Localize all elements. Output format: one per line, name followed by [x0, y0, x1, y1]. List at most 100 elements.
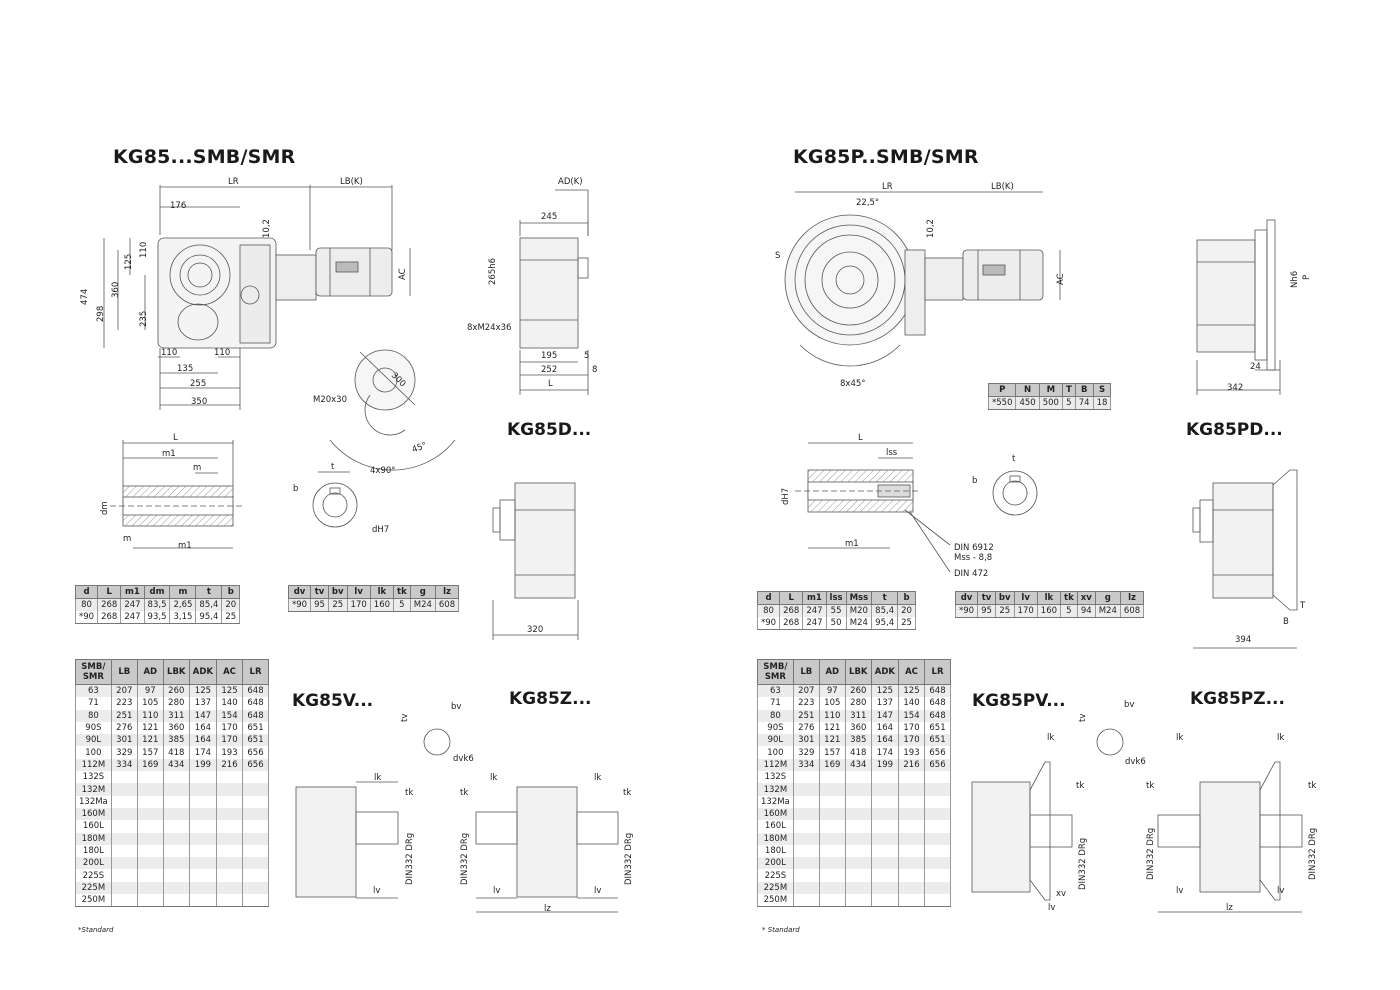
table-cell: [818, 881, 846, 895]
table-cell: [216, 844, 244, 858]
table-cell: 199: [188, 758, 218, 772]
table-cell: [162, 857, 190, 870]
table-cell: [110, 795, 138, 808]
table-cell: [924, 894, 952, 908]
dim-label: lz: [1226, 903, 1233, 913]
dim-label: 255: [190, 379, 207, 389]
table-row: *90 268 247 93,5 3,15 95,4 25: [74, 611, 241, 624]
table-cell: 50: [825, 617, 847, 630]
table-row: 132S: [75, 771, 270, 784]
table-cell: [924, 857, 952, 870]
table-cell: 280: [844, 697, 872, 710]
table-cell: [818, 820, 846, 833]
table-cell: [844, 820, 872, 833]
table-cell: *90: [756, 617, 781, 630]
dim-label: DIN332 DRg: [460, 832, 470, 885]
table-cell: 276: [110, 721, 138, 735]
table-row: 250M: [75, 894, 270, 908]
table-cell: M24: [409, 598, 436, 612]
table-row: 225S: [757, 869, 952, 882]
table-cell: 90L: [75, 734, 112, 747]
table-cell: 164: [188, 734, 218, 747]
dim-label: 8x45°: [840, 379, 866, 389]
kg85pv-view: [971, 728, 1124, 901]
kg85d-view: [492, 482, 579, 640]
title-kg85pd: KG85PD...: [1186, 420, 1283, 440]
table-cell: [924, 844, 952, 858]
dim-label: lv: [373, 886, 381, 896]
table-cell: 648: [242, 697, 270, 710]
table-cell: 80: [75, 709, 112, 722]
table-cell: 140: [898, 697, 926, 710]
dim-label: 125: [124, 253, 134, 270]
table-cell: [898, 820, 926, 833]
table-header: ADK: [870, 659, 900, 685]
dim-label: dH7: [372, 525, 390, 535]
table-cell: 2,65: [169, 598, 197, 611]
table-header: SMB/ SMR: [757, 659, 794, 685]
table-header: LR: [242, 659, 270, 685]
table-header: t: [871, 591, 899, 605]
dim-label: DIN 472: [954, 569, 989, 579]
table-cell: 174: [870, 746, 900, 759]
dim-label: Mss - 8,8: [954, 553, 993, 563]
table-header: dv: [954, 591, 979, 605]
table-header: lv: [346, 585, 371, 599]
dim-label: 4x90°: [370, 466, 396, 476]
table-cell: [188, 832, 218, 845]
table-cell: [818, 844, 846, 858]
table-row: 132S: [757, 771, 952, 784]
dim-label: 342: [1227, 383, 1244, 393]
table-cell: [110, 832, 138, 845]
dim-label: DIN 6912: [954, 543, 994, 553]
title-kg85z: KG85Z...: [509, 689, 592, 709]
table-cell: [898, 869, 926, 882]
table-cell: 5: [1060, 604, 1078, 618]
table-cell: [792, 869, 820, 882]
table-header: LB: [110, 659, 138, 685]
kg85-flange-detail: [329, 349, 456, 471]
table-cell: [110, 844, 138, 858]
table-cell: 112M: [757, 758, 794, 772]
table-header: m1: [802, 591, 827, 605]
title-kg85pz: KG85PZ...: [1190, 689, 1285, 709]
dim-label: lv: [493, 886, 501, 896]
table-cell: 105: [136, 697, 164, 710]
table-cell: 180M: [75, 832, 112, 845]
table-cell: [792, 771, 820, 784]
dim-label: DIN332 DRg: [624, 832, 634, 885]
table-header: lk: [369, 585, 395, 599]
dim-label: lv: [594, 886, 602, 896]
table-cell: 170: [216, 721, 244, 735]
table-cell: [844, 881, 872, 895]
table-cell: [242, 820, 270, 833]
table-cell: 164: [188, 721, 218, 735]
table-cell: 74: [1074, 396, 1094, 410]
dim-label: AC: [1056, 273, 1066, 285]
table-cell: [162, 869, 190, 882]
table-cell: [136, 771, 164, 784]
dim-label: 235: [139, 310, 149, 327]
table-header: lss: [825, 591, 847, 605]
table-cell: 247: [120, 611, 145, 624]
table-cell: [188, 857, 218, 870]
dim-label: lk: [374, 773, 382, 783]
table-header: lv: [1013, 591, 1038, 605]
table-cell: [110, 881, 138, 895]
kg85p-shaft-section: [795, 442, 951, 573]
dim-label: DIN332 DRg: [1078, 837, 1088, 890]
table-cell: [924, 795, 952, 808]
table-cell: 3,15: [169, 611, 197, 624]
table-cell: 93,5: [143, 611, 171, 624]
dim-label: 135: [177, 364, 194, 374]
table-cell: [870, 857, 900, 870]
table-cell: [188, 783, 218, 796]
table-cell: 648: [242, 709, 270, 722]
v-table-left: dv tv bv lv lk tk g lz *90 95 25 170 160…: [287, 585, 460, 612]
table-cell: [844, 857, 872, 870]
table-header: P: [987, 383, 1017, 397]
